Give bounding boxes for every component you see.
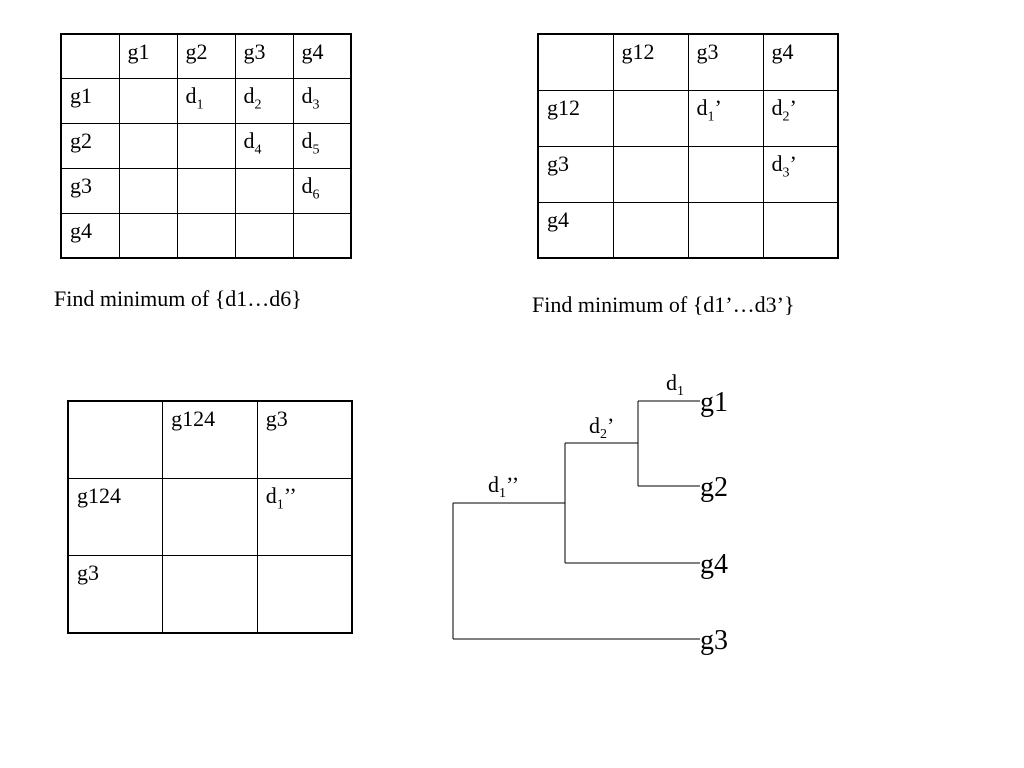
cell-text: g124	[77, 482, 121, 508]
cell-subscript: 5	[312, 142, 320, 158]
matrix-row: g4	[537, 201, 839, 259]
matrix-cell: d1’’	[256, 477, 353, 557]
cell-text: d	[301, 83, 313, 109]
cell-prime: ’’	[283, 482, 297, 508]
matrix-cell	[762, 201, 839, 259]
cell-text: d	[301, 128, 313, 154]
matrix-cell: d2’	[762, 89, 839, 147]
cell-text: g4	[547, 206, 569, 232]
matrix-cell: g2	[60, 123, 120, 169]
cell-text: d	[771, 150, 783, 176]
cell-subscript: 6	[312, 187, 320, 203]
matrix-cell	[118, 78, 178, 125]
matrix-row: g3 d6	[60, 167, 352, 214]
leaf-label-g2: g2	[700, 472, 728, 503]
cell-subscript: 1	[276, 497, 284, 513]
matrix-row: g124 g3	[67, 400, 353, 479]
caption-matrix-2: Find minimum of {d1’…d3’}	[532, 292, 795, 317]
distance-matrix-3: g124 g3 g124 d1’’ g3	[67, 400, 353, 634]
cell-text: g3	[70, 172, 92, 198]
matrix-cell	[234, 212, 294, 259]
leaf-label-g4: g4	[700, 549, 728, 580]
matrix-cell: d5	[292, 123, 352, 169]
matrix-cell: d6	[292, 167, 352, 214]
cell-text: g4	[771, 39, 794, 64]
matrix-cell	[256, 555, 353, 634]
matrix-cell	[176, 212, 236, 259]
cell-text: g3	[243, 39, 266, 64]
matrix-cell	[118, 212, 178, 259]
matrix-cell	[118, 123, 178, 169]
cell-text: g2	[185, 39, 208, 64]
cell-prime: ’	[789, 94, 797, 120]
cell-text: g12	[621, 39, 655, 64]
cell-text: d	[185, 83, 197, 109]
cell-text: g12	[547, 94, 580, 120]
cell-text: g2	[70, 128, 92, 154]
matrix-row: g4	[60, 212, 352, 259]
cell-subscript: 1	[707, 108, 715, 124]
cell-text: d	[771, 94, 783, 120]
matrix-cell	[292, 212, 352, 259]
matrix-cell	[687, 201, 764, 259]
matrix-cell	[67, 400, 164, 479]
cell-text: d	[243, 83, 255, 109]
cell-subscript: 1	[196, 97, 204, 113]
cell-subscript: 4	[254, 142, 262, 158]
cell-subscript: 2	[254, 97, 262, 113]
matrix-cell	[612, 89, 689, 147]
cell-text: g4	[301, 39, 324, 64]
matrix-cell: g3	[60, 167, 120, 214]
cell-text: g1	[70, 83, 92, 109]
matrix-cell: g3	[67, 555, 164, 634]
matrix-cell: g124	[162, 400, 258, 479]
matrix-row: g3 d3’	[537, 145, 839, 203]
cell-text: g3	[77, 560, 99, 586]
matrix-cell: g4	[537, 201, 614, 259]
matrix-cell	[162, 477, 258, 557]
matrix-cell: d3	[292, 78, 352, 125]
matrix-cell: g4	[60, 212, 120, 259]
merge-label-1: d1	[666, 370, 684, 399]
cell-text: g4	[70, 217, 92, 243]
cell-text: d	[265, 482, 277, 508]
cell-text: g1	[127, 39, 150, 64]
cell-prime: ’	[789, 150, 797, 176]
cell-text: d	[696, 94, 708, 120]
matrix-cell: g1	[118, 33, 178, 80]
matrix-cell: g12	[612, 33, 689, 91]
cell-prime: ’	[714, 94, 722, 120]
matrix-cell: d1’	[687, 89, 764, 147]
cell-subscript: 3	[782, 164, 790, 180]
cell-text: g3	[547, 150, 569, 176]
cell-text: d	[301, 172, 313, 198]
caption-matrix-1: Find minimum of {d1…d6}	[54, 286, 302, 311]
leaf-label-g1: g1	[700, 387, 728, 418]
matrix-row: g124 d1’’	[67, 477, 353, 557]
cell-subscript: 3	[312, 97, 320, 113]
cell-text: g3	[265, 406, 288, 431]
matrix-row: g3	[67, 555, 353, 634]
matrix-cell	[612, 145, 689, 203]
matrix-cell	[537, 33, 614, 91]
matrix-cell	[612, 201, 689, 259]
merge-label-3: d1’’	[488, 472, 519, 501]
cell-text: g3	[696, 39, 719, 64]
cell-text: d	[243, 128, 255, 154]
leaf-label-g3: g3	[700, 625, 728, 656]
matrix-cell: g124	[67, 477, 164, 557]
matrix-cell	[176, 123, 236, 169]
matrix-cell	[118, 167, 178, 214]
matrix-cell	[162, 555, 258, 634]
matrix-cell: g3	[256, 400, 353, 479]
cell-subscript: 2	[782, 108, 790, 124]
merge-label-2: d2’	[589, 413, 614, 442]
cell-text: g124	[171, 406, 216, 431]
